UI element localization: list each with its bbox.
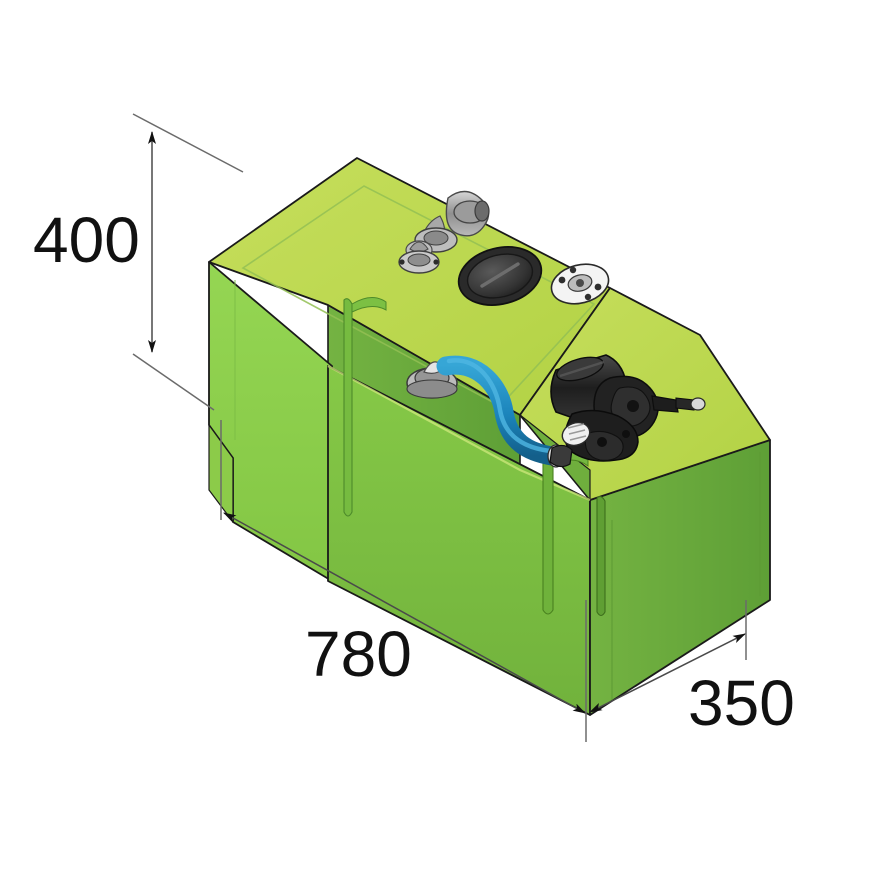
- tank-left-face: [208, 261, 333, 582]
- extension-line-bottom: [132, 353, 215, 411]
- dimension-label-780: 780: [305, 618, 412, 690]
- suction-hose-highlight: [446, 358, 553, 454]
- tank-rib-group-right: [596, 496, 606, 617]
- dimension-line-diagonal: [589, 633, 746, 713]
- extension-line-top: [132, 113, 244, 173]
- dimension-line-diagonal: [223, 512, 586, 714]
- suction-hose: [436, 355, 562, 466]
- flange-fitting: [550, 263, 610, 305]
- tank-top-front-edge-highlight: [327, 365, 591, 502]
- accumulator: [561, 421, 591, 447]
- elbow-fitting: [414, 190, 490, 253]
- tank-rib: [596, 496, 606, 617]
- outlet-fitting: [406, 361, 458, 399]
- tank-top-recess-outline: [241, 185, 596, 407]
- pump-assembly: [549, 354, 706, 468]
- tank-body: [208, 157, 771, 716]
- dimension-length-780: 780: [220, 420, 587, 742]
- tank-fittings: [398, 190, 610, 468]
- small-vent-fitting: [398, 240, 440, 274]
- tank-rib: [542, 450, 554, 615]
- dimension-label-400: 400: [33, 204, 140, 276]
- inspection-port-cap: [457, 246, 543, 306]
- dimension-height-400: 400: [33, 113, 244, 411]
- dimension-label-350: 350: [688, 667, 795, 739]
- tank-rib: [351, 297, 387, 313]
- dimension-depth-350: 350: [589, 600, 795, 739]
- tank-rib: [343, 298, 353, 517]
- pump-inlet-barb: [549, 444, 573, 468]
